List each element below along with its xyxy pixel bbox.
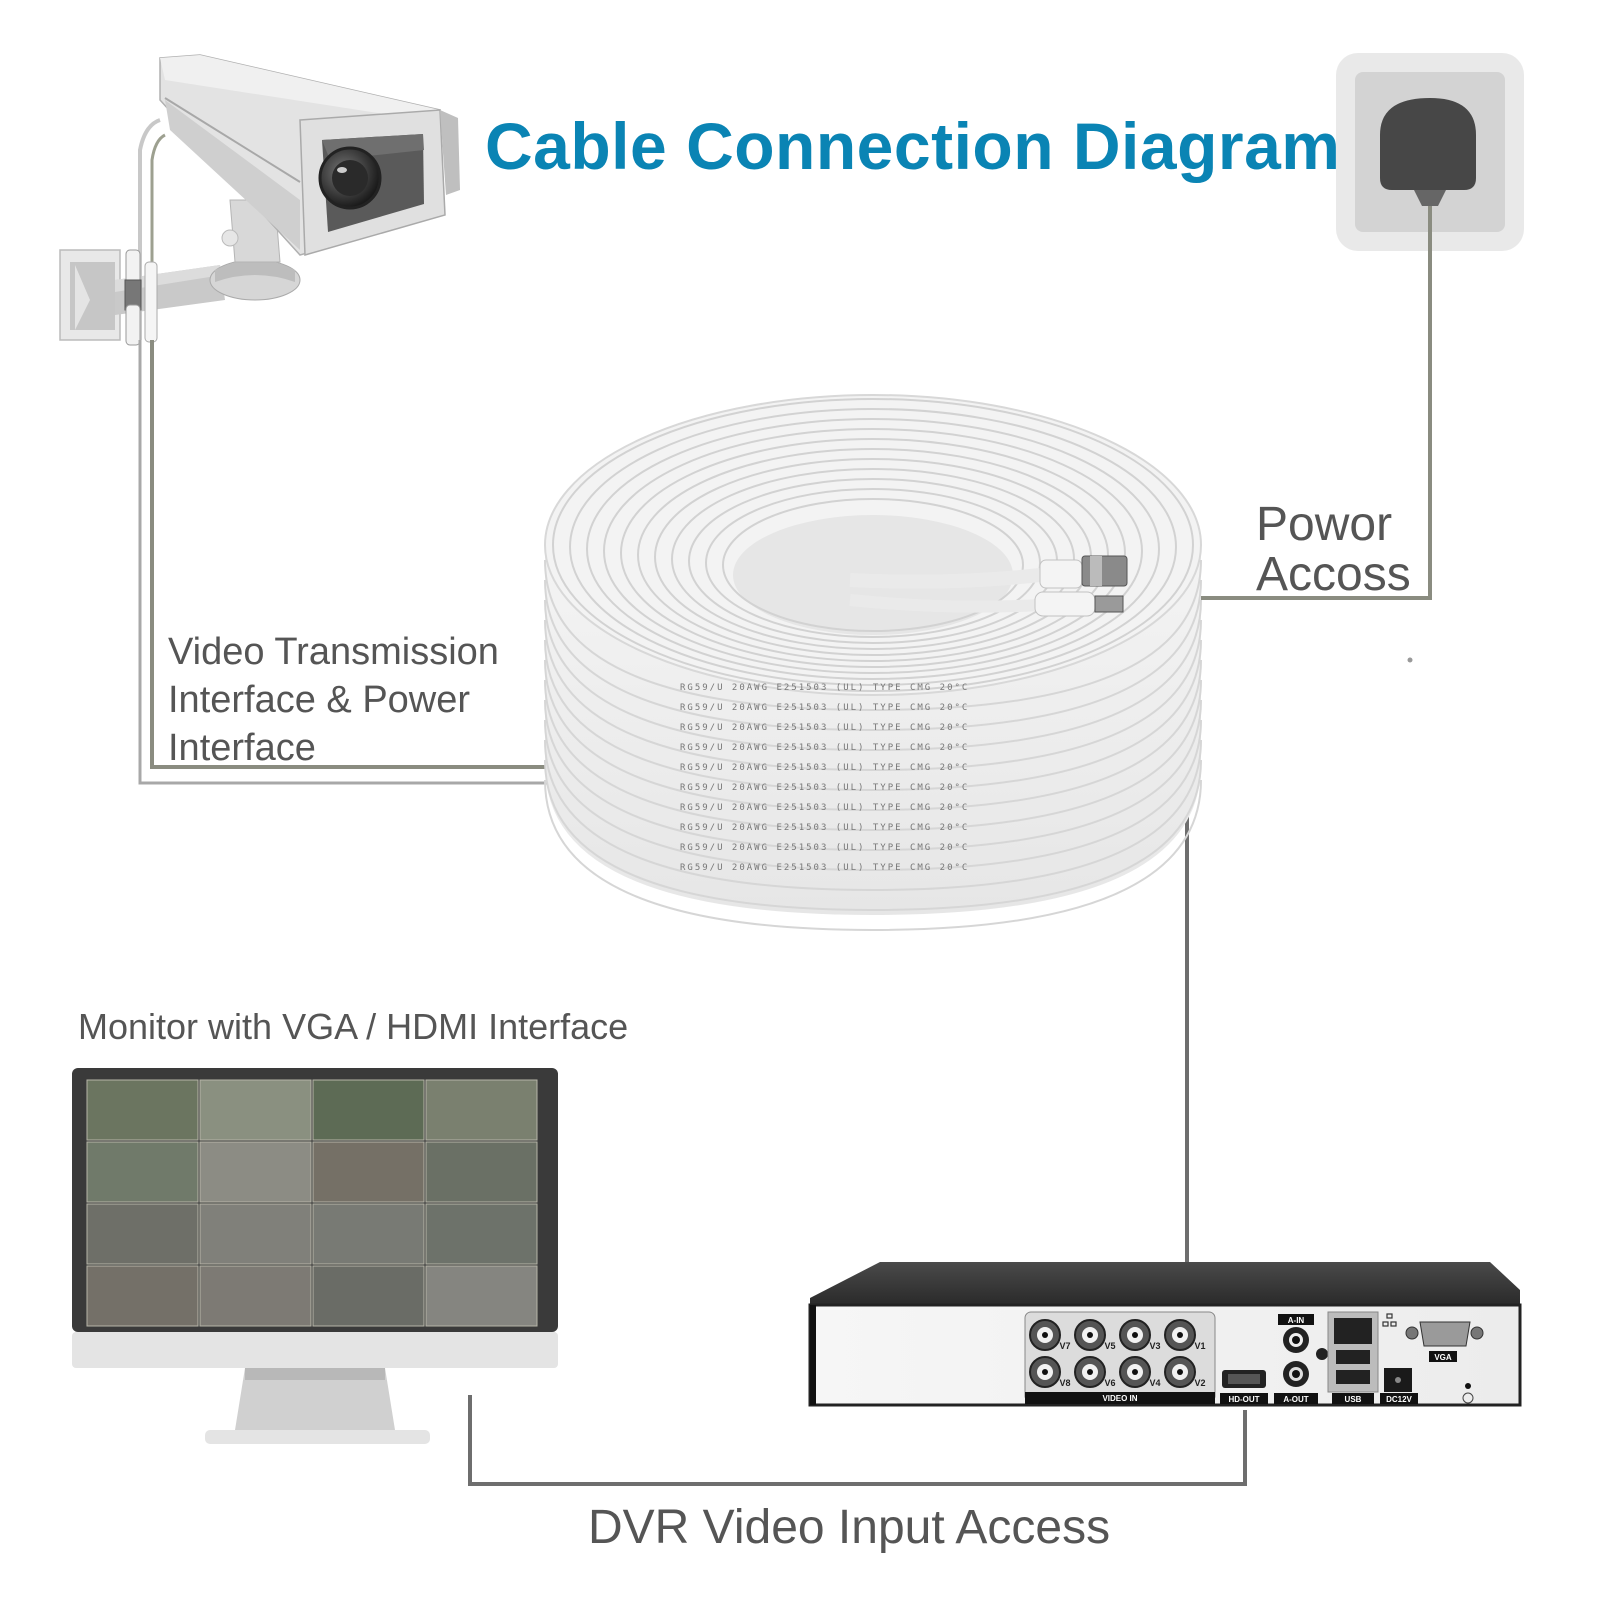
coil-ring — [603, 428, 1143, 674]
video-interface-line-2: Interface & Power — [168, 679, 471, 721]
monitor-label: Monitor with VGA / HDMI Interface — [78, 1006, 629, 1047]
camera-feed-tile — [425, 1141, 538, 1203]
dvr-input-label: DVR Video Input Access — [588, 1501, 1111, 1554]
coil-winding — [544, 659, 1202, 812]
coil-winding — [544, 679, 1202, 832]
coil-ring — [552, 398, 1194, 692]
power-access-label: Powor Accoss — [1256, 500, 1411, 600]
bnc-port-label: V2 — [1194, 1378, 1205, 1388]
usb-tag: USB — [1345, 1395, 1362, 1404]
cable-print-row: RG59/U 20AWG E251503 (UL) TYPE CMG 20°C — [680, 863, 969, 873]
video-interface-line-1: Video Transmission — [168, 631, 499, 673]
power-outlet-icon — [1336, 53, 1524, 251]
cable-print-row: RG59/U 20AWG E251503 (UL) TYPE CMG 20°C — [680, 803, 969, 813]
coil-ring — [671, 468, 1075, 650]
power-access-line-2: Accoss — [1256, 548, 1411, 601]
cable-print-row: RG59/U 20AWG E251503 (UL) TYPE CMG 20°C — [680, 763, 969, 773]
camera-feed-tile — [86, 1141, 199, 1203]
camera-power-line — [150, 340, 560, 769]
camera-feed-tile — [199, 1265, 312, 1327]
coil-ring — [637, 448, 1109, 662]
coil-ring — [722, 498, 1024, 632]
bnc-connector-icon — [849, 555, 1128, 589]
coil-winding — [544, 719, 1202, 872]
dc-power-plug-icon — [849, 591, 1124, 617]
camera-feed-tile — [312, 1265, 425, 1327]
cable-print-row: RG59/U 20AWG E251503 (UL) TYPE CMG 20°C — [680, 823, 969, 833]
bnc-port-label: V3 — [1149, 1341, 1160, 1351]
coil-ring — [569, 408, 1177, 686]
camera-feed-tile — [425, 1079, 538, 1141]
cable-print-row: RG59/U 20AWG E251503 (UL) TYPE CMG 20°C — [680, 743, 969, 753]
hdmi-line — [468, 1395, 1247, 1486]
camera-feed-tile — [199, 1141, 312, 1203]
coil-ring — [705, 488, 1041, 638]
camera-feed-tile — [199, 1079, 312, 1141]
camera-feed-tile — [425, 1203, 538, 1265]
coil-winding — [544, 779, 1202, 932]
usb-port — [1336, 1370, 1370, 1384]
coil-winding — [544, 579, 1202, 732]
camera-feed-tile — [86, 1265, 199, 1327]
coil-winding — [544, 699, 1202, 852]
outlet-power-line — [1145, 206, 1432, 600]
video-interface-line-3: Interface — [168, 727, 316, 769]
coil-winding — [544, 639, 1202, 792]
coil-winding — [544, 619, 1202, 772]
a-out-tag: A-OUT — [1283, 1395, 1308, 1404]
bnc-port-label: V6 — [1104, 1378, 1115, 1388]
cable-print-row: RG59/U 20AWG E251503 (UL) TYPE CMG 20°C — [680, 683, 969, 693]
cable-print-row: RG59/U 20AWG E251503 (UL) TYPE CMG 20°C — [680, 703, 969, 713]
camera-feed-tile — [312, 1141, 425, 1203]
dc12v-tag: DC12V — [1386, 1395, 1412, 1404]
camera-feed-tile — [312, 1079, 425, 1141]
cable-print-row: RG59/U 20AWG E251503 (UL) TYPE CMG 20°C — [680, 723, 969, 733]
usb-port — [1336, 1350, 1370, 1364]
page-title: Cable Connection Diagram — [485, 109, 1341, 183]
coil-winding — [544, 559, 1202, 712]
network-icon — [1382, 1313, 1397, 1327]
ground-icon — [1462, 1392, 1474, 1404]
bnc-port-label: V8 — [1059, 1378, 1070, 1388]
camera-feed-tile — [86, 1079, 199, 1141]
cctv-camera-icon — [59, 54, 460, 346]
cable-print-row: RG59/U 20AWG E251503 (UL) TYPE CMG 20°C — [680, 843, 969, 853]
camera-feed-tile — [425, 1265, 538, 1327]
vga-tag: VGA — [1434, 1353, 1452, 1362]
video-interface-label: Video Transmission Interface & Power Int… — [168, 628, 499, 772]
camera-video-line — [138, 340, 560, 785]
bnc-port-label: V5 — [1104, 1341, 1115, 1351]
camera-feed-tile — [86, 1203, 199, 1265]
cable-print-text: RG59/U 20AWG E251503 (UL) TYPE CMG 20°C R… — [680, 683, 969, 873]
bnc-port-label: V4 — [1149, 1378, 1160, 1388]
cable-print-row: RG59/U 20AWG E251503 (UL) TYPE CMG 20°C — [680, 783, 969, 793]
camera-feed-tile — [312, 1203, 425, 1265]
a-in-tag: A-IN — [1288, 1316, 1305, 1325]
hd-out-tag: HD-OUT — [1228, 1395, 1259, 1404]
power-access-line-1: Powor — [1256, 498, 1393, 551]
video-in-label: VIDEO IN — [1102, 1394, 1137, 1403]
coil-ring — [620, 438, 1126, 668]
coil-winding — [544, 739, 1202, 892]
camera-feed-grid — [86, 1079, 538, 1327]
ethernet-port — [1334, 1318, 1372, 1344]
stray-dot — [1407, 657, 1413, 663]
coil-winding — [544, 599, 1202, 752]
coil-ring — [586, 418, 1160, 680]
coil-rings — [544, 398, 1202, 932]
bnc-port-label: V7 — [1059, 1341, 1070, 1351]
vga-port — [1419, 1321, 1471, 1347]
monitor-icon — [72, 1068, 558, 1444]
camera-feed-tile — [199, 1203, 312, 1265]
coil-winding — [544, 759, 1202, 912]
bnc-port-label: V1 — [1194, 1341, 1205, 1351]
video-in-bar — [1025, 1392, 1215, 1404]
